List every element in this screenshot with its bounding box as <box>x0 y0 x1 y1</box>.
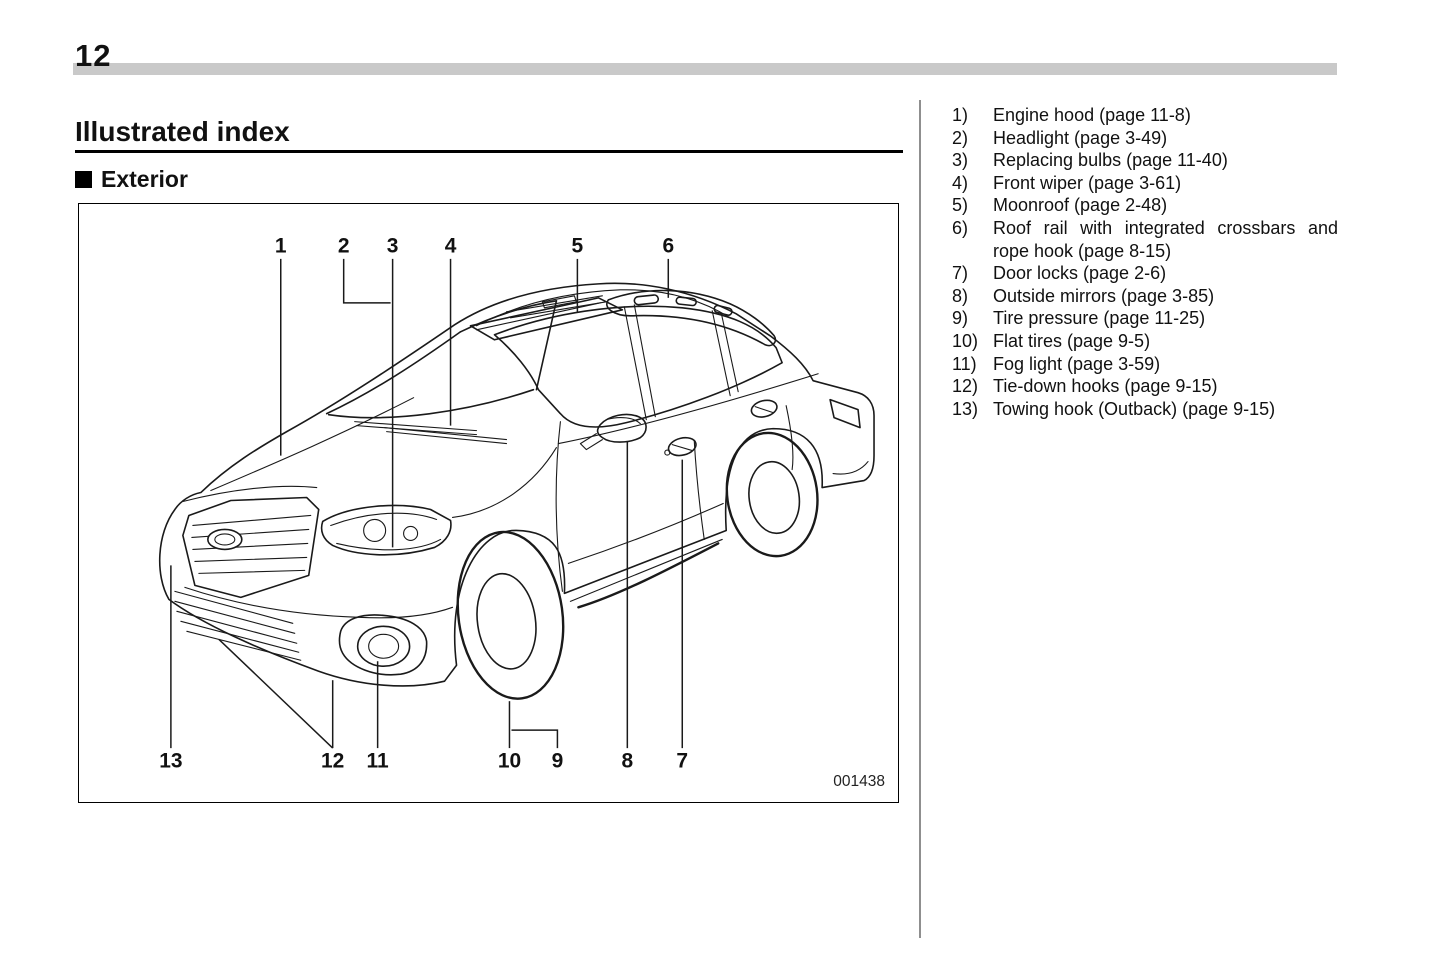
side-mirror <box>579 413 647 451</box>
index-item-number: 8) <box>952 285 969 306</box>
callout-number-11: 11 <box>367 750 390 773</box>
index-item: 5) Moonroof (page 2-48) <box>952 194 1338 217</box>
callout-number-5: 5 <box>572 234 584 257</box>
headlight <box>320 504 452 556</box>
index-item-label: Outside mirrors (page 3-85) <box>993 285 1215 306</box>
callout-number-12: 12 <box>321 750 344 773</box>
side-windows <box>493 304 783 428</box>
title-underline <box>75 150 903 153</box>
index-item-number: 7) <box>952 263 969 284</box>
index-item-number: 13) <box>952 398 979 419</box>
column-divider <box>919 100 921 938</box>
index-item-label: Towing hook (Outback) (page 9-15) <box>993 398 1276 419</box>
index-item: 7) Door locks (page 2-6) <box>952 262 1338 285</box>
index-item-number: 10) <box>952 330 979 351</box>
callout-number-8: 8 <box>622 750 634 773</box>
callout-number-6: 6 <box>662 234 674 257</box>
index-item: 1) Engine hood (page 11-8) <box>952 104 1338 127</box>
index-item: 9) Tire pressure (page 11-25) <box>952 307 1338 330</box>
index-item: 13) Towing hook (Outback) (page 9-15) <box>952 398 1338 421</box>
index-item: 3) Replacing bulbs (page 11-40) <box>952 149 1338 172</box>
index-item-label: Moonroof (page 2-48) <box>993 195 1168 216</box>
index-item-label: Tie-down hooks (page 9-15) <box>993 376 1218 397</box>
windshield <box>325 300 558 419</box>
door-handle-front <box>664 436 697 457</box>
index-item-number: 9) <box>952 308 969 329</box>
moonroof <box>469 297 624 341</box>
rear-wheel <box>725 431 819 558</box>
figure-code: 001438 <box>833 773 885 790</box>
callout-number-1: 1 <box>275 234 287 257</box>
page-number: 12 <box>75 38 112 73</box>
section-heading: Exterior <box>75 166 188 193</box>
roof-rail <box>475 289 777 347</box>
index-item-number: 6) <box>952 217 969 238</box>
index-item-label: Roof rail with integrated crossbars and … <box>993 217 1338 261</box>
callout-number-7: 7 <box>676 750 688 773</box>
callout-number-3: 3 <box>387 234 399 257</box>
leader-lines <box>170 258 684 749</box>
roof-crossbar <box>505 295 607 319</box>
index-item-number: 2) <box>952 127 969 148</box>
index-item-label: Flat tires (page 9-5) <box>993 330 1151 351</box>
brand-badge-icon <box>207 528 243 551</box>
index-item-label: Front wiper (page 3-61) <box>993 172 1182 193</box>
page-title: Illustrated index <box>75 116 290 147</box>
index-item: 8) Outside mirrors (page 3-85) <box>952 285 1338 308</box>
index-item: 6) Roof rail with integrated crossbars an… <box>952 217 1338 262</box>
index-item-label: Engine hood (page 11-8) <box>993 105 1191 125</box>
callout-number-13: 13 <box>159 750 182 773</box>
index-item-label: Headlight (page 3-49) <box>993 127 1168 148</box>
callout-number-2: 2 <box>338 234 350 257</box>
index-item: 10) Flat tires (page 9-5) <box>952 330 1338 353</box>
section-label: Exterior <box>101 166 188 192</box>
index-item: 12) Tie-down hooks (page 9-15) <box>952 375 1338 398</box>
index-item-number: 3) <box>952 150 969 171</box>
index-item-label: Replacing bulbs (page 11-40) <box>993 150 1228 171</box>
index-item-number: 5) <box>952 195 969 216</box>
index-item: 4) Front wiper (page 3-61) <box>952 172 1338 195</box>
index-list: 1) Engine hood (page 11-8) 2) Headlight (p… <box>952 104 1338 420</box>
front-wheel <box>456 530 565 700</box>
callout-number-4: 4 <box>445 234 457 257</box>
index-item-label: Fog light (page 3-59) <box>993 353 1161 374</box>
index-item: 2) Headlight (page 3-49) <box>952 127 1338 150</box>
index-item-label: Door locks (page 2-6) <box>993 263 1167 284</box>
index-item-number: 4) <box>952 172 969 193</box>
fog-light <box>338 614 428 676</box>
index-item-label: Tire pressure (page 11-25) <box>993 308 1206 329</box>
index-item-number: 1) <box>952 105 969 125</box>
index-item: 11) Fog light (page 3-59) <box>952 353 1338 376</box>
index-item-number: 11) <box>952 353 977 374</box>
bumper-grille-slats <box>174 590 302 661</box>
door-handle-rear <box>750 399 778 418</box>
section-square-bullet <box>75 171 92 188</box>
callout-number-10: 10 <box>498 750 521 773</box>
grille <box>182 496 320 599</box>
callout-number-9: 9 <box>552 750 564 773</box>
windshield-wipers <box>354 421 508 445</box>
header-bar <box>73 63 1337 75</box>
index-item-number: 12) <box>952 376 979 397</box>
